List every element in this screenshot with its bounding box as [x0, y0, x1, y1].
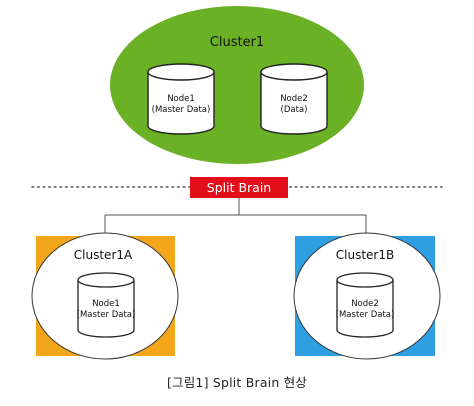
cylinder-top: [336, 272, 394, 288]
node-name: Node2: [280, 94, 308, 104]
node-name: Node1: [92, 299, 120, 309]
cluster-top-title: Cluster1: [210, 35, 264, 50]
cluster-left-node-cylinder: Node1 (Master Data): [77, 272, 136, 338]
cylinder-top: [147, 63, 215, 81]
figure-caption: [그림1] Split Brain 현상: [166, 375, 308, 390]
cylinder-body: [336, 280, 394, 338]
cluster-top-node1-cylinder: Node1 (Master Data): [147, 63, 215, 135]
cylinder-body: [77, 280, 135, 338]
cylinder-body: [260, 72, 328, 135]
cylinder-top: [260, 63, 328, 81]
cylinder-top: [77, 272, 135, 288]
cluster-top-node2-cylinder: Node2 (Data): [260, 63, 328, 135]
cylinder-body: [147, 72, 215, 135]
node-role: (Master Data): [152, 105, 211, 115]
split-brain-badge: [190, 177, 288, 198]
node-role: (Master Data): [77, 310, 136, 320]
node-name: Node2: [351, 299, 379, 309]
cluster-right-node-cylinder: Node2 (Master Data): [336, 272, 395, 338]
split-brain-label: Split Brain: [207, 180, 271, 195]
cluster-right-title: Cluster1B: [336, 248, 394, 262]
node-role: (Master Data): [336, 310, 395, 320]
node-role: (Data): [281, 105, 308, 115]
branch-connector: [104, 198, 367, 236]
node-name: Node1: [167, 94, 195, 104]
cluster-left-title: Cluster1A: [74, 248, 133, 262]
